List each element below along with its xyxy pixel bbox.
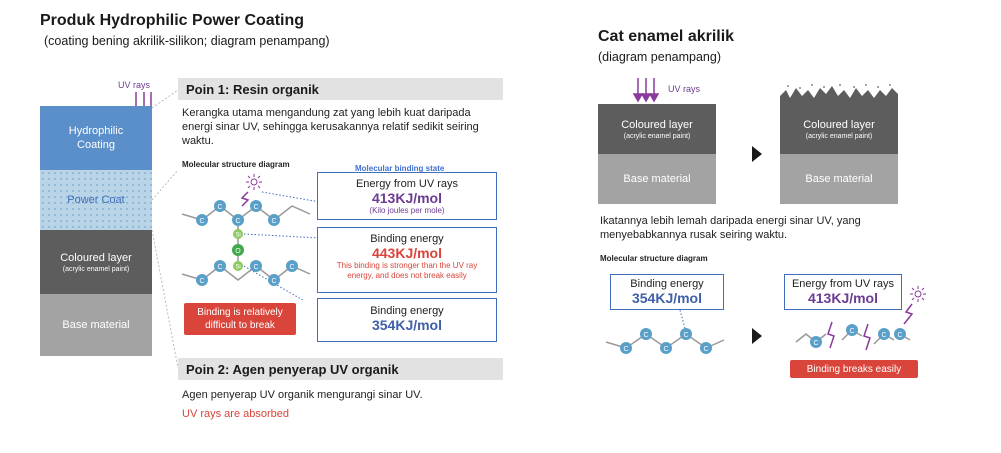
- left-title: Produk Hydrophilic Power Coating: [40, 12, 305, 29]
- right-molecular-label: Molecular structure diagram: [600, 254, 708, 263]
- right-after-base: Base material: [780, 154, 898, 204]
- guide-line-mid: [151, 169, 179, 201]
- right-molecule-intact: C C C C C: [605, 310, 725, 354]
- left-box-binding-strong-value: 443KJ/mol: [371, 245, 443, 261]
- right-arrow-2: [752, 328, 762, 344]
- point2-red-text: UV rays are absorbed: [182, 408, 289, 420]
- r-atom-c-4: C: [683, 332, 688, 339]
- right-uv-label: UV rays: [668, 84, 701, 94]
- rb-atom-c-3: C: [881, 332, 886, 339]
- layer-coloured: Coloured layer (acrylic enamel paint): [40, 230, 152, 294]
- right-box-binding-title: Binding energy: [630, 278, 704, 290]
- atom-c-2: C: [217, 204, 222, 211]
- left-box-binding-strong-sub: This binding is stronger than the UV ray…: [336, 261, 478, 280]
- point1-header: Poin 1: Resin organik: [178, 78, 503, 100]
- left-box-binding-weak-title: Binding energy: [370, 305, 444, 317]
- rb-atom-c-2: C: [849, 328, 854, 335]
- atom-si-1: Si: [235, 233, 240, 239]
- left-uv-label: UV rays: [118, 80, 151, 90]
- right-badge: Binding breaks easily: [790, 360, 918, 378]
- atom-si-2: Si: [235, 265, 240, 271]
- layer-base: Base material: [40, 294, 152, 356]
- rb-atom-c-4: C: [897, 332, 902, 339]
- right-before-coloured-label: Coloured layer: [621, 118, 693, 131]
- left-box-uv-energy: Energy from UV rays 413KJ/mol (Kilo joul…: [317, 172, 497, 220]
- right-subtitle: (diagram penampang): [598, 50, 721, 64]
- layer-coloured-sub: (acrylic enamel paint): [62, 265, 130, 273]
- layer-hydrophilic-label: Hydrophilic Coating: [68, 125, 124, 151]
- atom-c-5: C: [271, 218, 276, 225]
- left-molecule-diagram: C C C C C Si O Si C C C C C: [181, 174, 321, 300]
- atom-o-1: O: [235, 248, 241, 255]
- right-arrow-1: [752, 146, 762, 162]
- right-before-base-label: Base material: [623, 173, 691, 185]
- atom-c-6: C: [199, 278, 204, 285]
- left-badge: Binding is relatively difficult to break: [184, 303, 296, 335]
- point2-text: Agen penyerap UV organik mengurangi sina…: [182, 389, 423, 401]
- point1-binding-state-label: Molecular binding state: [355, 164, 445, 173]
- right-box-uv-title: Energy from UV rays: [791, 278, 895, 290]
- left-box-binding-weak-value: 354KJ/mol: [371, 317, 443, 333]
- left-box-uv-sub: (Kilo joules per mole): [369, 206, 445, 215]
- atom-c-4: C: [253, 204, 258, 211]
- layer-power-coat: Power Coat: [40, 170, 152, 230]
- point1-text: Kerangka utama mengandung zat yang lebih…: [182, 107, 479, 147]
- r-atom-c-1: C: [623, 346, 628, 353]
- layer-base-label: Base material: [62, 319, 130, 331]
- right-uv-sun-icon: [903, 286, 926, 325]
- atom-c-8: C: [253, 264, 258, 271]
- right-before-coloured: Coloured layer (acrylic enamel paint): [598, 104, 716, 154]
- right-uv-arrows: [632, 78, 660, 103]
- point1-molecular-label: Molecular structure diagram: [182, 160, 290, 169]
- atom-c-10: C: [289, 264, 294, 271]
- right-before-base: Base material: [598, 154, 716, 204]
- r-atom-c-2: C: [643, 332, 648, 339]
- uv-sun-icon: [246, 174, 262, 190]
- right-text: Ikatannya lebih lemah daripada energi si…: [600, 215, 861, 241]
- uv-zigzag-arrow: [240, 191, 250, 207]
- left-box-binding-strong-title: Binding energy: [370, 233, 444, 245]
- layer-coloured-label: Coloured layer: [60, 251, 132, 264]
- r-atom-c-5: C: [703, 346, 708, 353]
- left-box-binding-weak: Binding energy 354KJ/mol: [317, 298, 497, 342]
- right-after-coloured: Coloured layer (acrylic enamel paint): [780, 104, 898, 154]
- layer-hydrophilic: Hydrophilic Coating: [40, 106, 152, 170]
- left-box-uv-title: Energy from UV rays: [355, 178, 459, 190]
- right-after-base-label: Base material: [805, 173, 873, 185]
- right-box-uv: Energy from UV rays 413KJ/mol: [784, 274, 902, 310]
- right-after-degraded-top: [780, 84, 898, 106]
- point2-header: Poin 2: Agen penyerap UV organik: [178, 358, 503, 380]
- left-box-uv-value: 413KJ/mol: [371, 190, 443, 206]
- right-box-binding: Binding energy 354KJ/mol: [610, 274, 724, 310]
- left-subtitle: (coating bening akrilik-silikon; diagram…: [44, 34, 330, 48]
- right-after-coloured-sub: (acrylic enamel paint): [805, 132, 873, 140]
- right-title: Cat enamel akrilik: [598, 28, 735, 45]
- left-box-binding-strong: Binding energy 443KJ/mol This binding is…: [317, 227, 497, 293]
- right-after-coloured-label: Coloured layer: [803, 118, 875, 131]
- right-box-uv-value: 413KJ/mol: [807, 290, 879, 306]
- rb-atom-c-1: C: [813, 340, 818, 347]
- atom-c-9: C: [271, 278, 276, 285]
- right-before-coloured-sub: (acrylic enamel paint): [623, 132, 691, 140]
- left-molecule-atoms: C C C C C Si O Si C C C C C: [196, 200, 298, 286]
- right-molecule-broken: C C C C: [795, 321, 911, 351]
- atom-c-3: C: [235, 218, 240, 225]
- guide-line-bottom: [151, 229, 179, 369]
- right-box-binding-value: 354KJ/mol: [631, 290, 703, 306]
- layer-power-coat-label: Power Coat: [67, 194, 125, 206]
- atom-c-1: C: [199, 218, 204, 225]
- atom-c-7: C: [217, 264, 222, 271]
- guide-line-top: [151, 89, 179, 109]
- r-atom-c-3: C: [663, 346, 668, 353]
